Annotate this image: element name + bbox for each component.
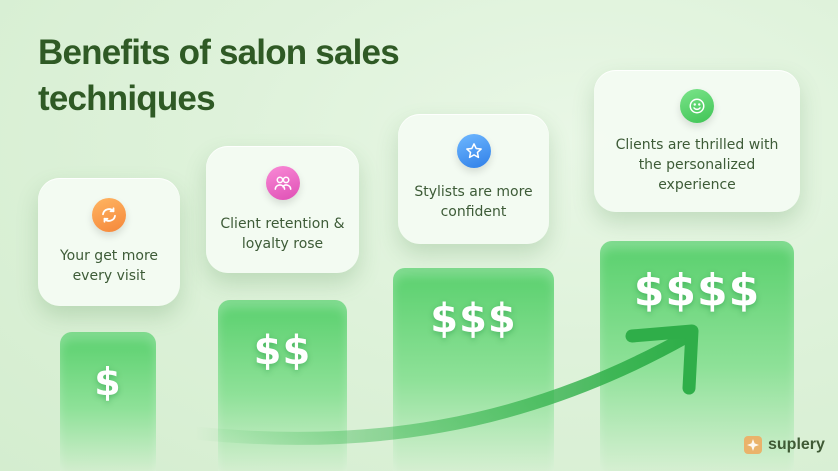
arrow-head <box>625 324 699 395</box>
arrow-curve <box>188 330 693 445</box>
benefit-card-1-text: Your get more every visit <box>59 248 159 284</box>
bar-3: $$$ <box>393 268 554 471</box>
smile-icon <box>680 89 714 123</box>
brand-name: suplery <box>768 436 825 453</box>
bar-1: $ <box>60 332 156 471</box>
bar-4-label: $$$$ <box>633 265 761 316</box>
bar-3-label: $$$ <box>430 296 517 342</box>
benefit-card-4-text: Clients are thrilled with the personaliz… <box>615 137 779 193</box>
benefit-card-2: Client retention & loyalty rose <box>206 146 359 273</box>
users-icon <box>265 166 300 200</box>
benefit-card-2-text: Client retention & loyalty rose <box>220 216 345 252</box>
refresh-icon <box>92 198 126 232</box>
star-icon <box>456 134 491 168</box>
brand-logo: suplery <box>744 436 825 454</box>
bar-1-label: $ <box>94 360 122 404</box>
page-title: Benefits of salon sales techniques <box>38 33 400 118</box>
benefit-card-4: Clients are thrilled with the personaliz… <box>594 70 800 212</box>
benefit-card-1: Your get more every visit <box>38 178 180 306</box>
benefit-card-3-text: Stylists are more confident <box>414 184 533 220</box>
benefit-card-3: Stylists are more confident <box>398 114 549 244</box>
suplery-logo-icon <box>744 436 762 454</box>
bar-2-label: $$ <box>253 328 312 374</box>
